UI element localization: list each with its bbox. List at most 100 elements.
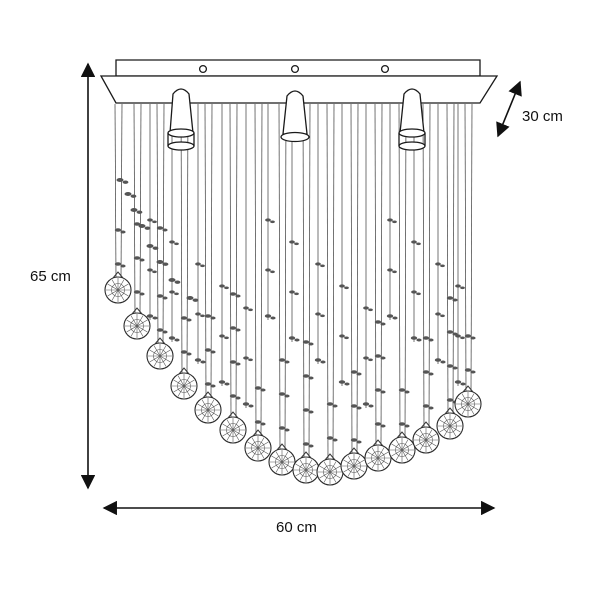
crystal-bead xyxy=(147,218,157,224)
crystal-bead xyxy=(422,370,434,376)
crystal-bead xyxy=(446,296,458,302)
crystal-bead xyxy=(168,336,180,342)
crystal-bead xyxy=(302,374,314,380)
depth-dimension-line xyxy=(496,80,522,138)
spot-lamp-left xyxy=(167,88,195,151)
crystal-bead xyxy=(146,244,159,250)
crystal-bead xyxy=(464,334,476,340)
crystal-bead xyxy=(169,290,179,296)
crystal-ball xyxy=(194,391,222,424)
crystal-bead xyxy=(264,314,276,320)
crystal-bead xyxy=(114,228,126,234)
crystal-ball xyxy=(123,307,151,340)
crystal-bead xyxy=(434,358,446,364)
crystal-bead xyxy=(242,402,254,408)
crystal-bead xyxy=(243,306,253,312)
crystal-bead xyxy=(350,438,362,444)
crystal-bead xyxy=(435,312,445,318)
crystal-bead xyxy=(363,306,373,312)
crystal-bead xyxy=(387,268,397,274)
crystal-bead xyxy=(194,358,206,364)
crystal-bead xyxy=(422,404,434,410)
crystal-bead xyxy=(339,334,349,340)
crystal-ball xyxy=(436,407,464,440)
crystal-bead xyxy=(374,422,386,428)
crystal-bead xyxy=(254,386,266,392)
crystal-bead xyxy=(254,420,266,426)
crystal-bead xyxy=(130,208,143,214)
crystal-bead xyxy=(229,326,241,332)
mounting-screw xyxy=(290,64,300,74)
crystal-ball xyxy=(219,411,247,444)
crystal-bead xyxy=(288,336,300,342)
crystal-bead xyxy=(218,380,230,386)
crystal-bead xyxy=(455,284,465,290)
crystal-bead xyxy=(464,368,476,374)
crystal-ball xyxy=(146,337,174,370)
crystal-bead xyxy=(289,240,299,246)
crystal-bead xyxy=(186,296,199,302)
crystal-ball xyxy=(340,447,368,480)
crystal-bead xyxy=(410,336,422,342)
mounting-screw xyxy=(380,64,390,74)
crystal-bead xyxy=(411,290,421,296)
crystal-bead xyxy=(387,218,397,224)
crystal-ball xyxy=(244,429,272,462)
crystal-bead xyxy=(229,292,241,298)
crystal-bead xyxy=(278,426,290,432)
spot-lamp-center xyxy=(280,90,310,143)
crystal-bead xyxy=(386,314,398,320)
crystal-bead xyxy=(169,240,179,246)
crystal-ball xyxy=(268,443,296,476)
crystal-bead xyxy=(326,402,338,408)
crystal-bead xyxy=(314,358,326,364)
crystal-bead xyxy=(278,392,290,398)
crystal-bead xyxy=(204,382,216,388)
crystal-bead xyxy=(229,394,241,400)
crystal-bead xyxy=(195,312,205,318)
crystal-bead xyxy=(302,442,314,448)
crystal-bead xyxy=(156,328,168,334)
crystal-bead xyxy=(243,356,253,362)
crystal-bead xyxy=(168,278,181,284)
crystal-ball xyxy=(316,453,344,486)
crystal-bead xyxy=(133,290,145,296)
crystal-bead xyxy=(435,262,445,268)
mounting-screw xyxy=(198,64,208,74)
ceiling-canopy xyxy=(99,59,499,104)
crystal-ball xyxy=(104,271,132,304)
crystal-bead xyxy=(454,380,466,386)
crystal-bead xyxy=(446,364,458,370)
crystal-bead xyxy=(229,360,241,366)
crystal-bead xyxy=(350,370,362,376)
crystal-bead xyxy=(446,330,458,336)
crystal-beads xyxy=(114,178,476,448)
crystal-bead xyxy=(374,320,386,326)
crystal-bead xyxy=(204,348,216,354)
crystal-bead xyxy=(363,356,373,362)
crystal-bead xyxy=(411,240,421,246)
crystal-bead xyxy=(398,388,410,394)
dimension-lines xyxy=(80,62,522,516)
crystal-bead xyxy=(265,268,275,274)
crystal-bead xyxy=(219,284,229,290)
crystal-bead xyxy=(398,422,410,428)
crystal-bead xyxy=(195,262,205,268)
crystal-bead xyxy=(116,178,129,184)
crystal-ball xyxy=(388,431,416,464)
crystal-bead xyxy=(289,290,299,296)
crystal-ball xyxy=(412,421,440,454)
crystal-bead xyxy=(315,262,325,268)
spot-lamp-right xyxy=(398,88,426,151)
crystal-bead xyxy=(156,226,168,232)
crystal-bead xyxy=(374,354,386,360)
crystal-bead xyxy=(302,340,314,346)
crystal-bead xyxy=(315,312,325,318)
crystal-bead xyxy=(114,262,126,268)
crystal-bead xyxy=(204,314,216,320)
crystal-bead xyxy=(146,314,158,320)
crystal-ball xyxy=(364,439,392,472)
suspension-wires xyxy=(114,103,473,461)
crystal-bead xyxy=(138,224,151,230)
